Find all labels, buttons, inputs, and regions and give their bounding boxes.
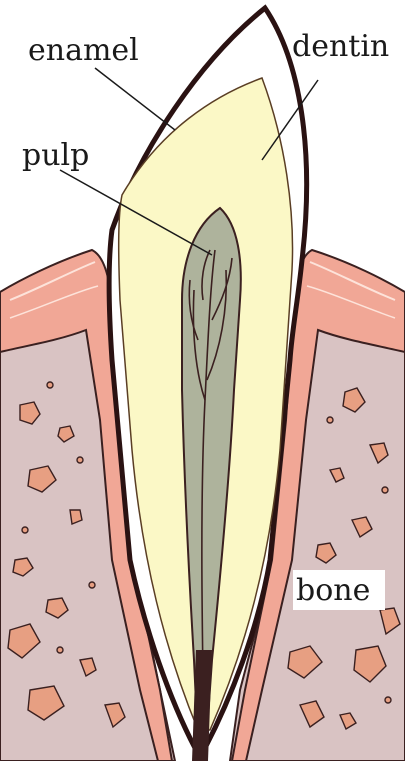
pulp-label: pulp <box>22 138 89 173</box>
bone-dot <box>22 527 28 533</box>
enamel-leader <box>95 68 175 130</box>
bone-dot <box>327 417 333 423</box>
dentin-label: dentin <box>292 29 389 64</box>
bone-dot <box>382 487 388 493</box>
bone-dot <box>77 457 83 463</box>
bone-dot <box>89 582 95 588</box>
bone-dot <box>57 647 63 653</box>
bone-dot <box>385 697 391 703</box>
enamel-label: enamel <box>28 33 139 68</box>
bone-dot <box>47 382 53 388</box>
bone-label: bone <box>296 573 370 608</box>
